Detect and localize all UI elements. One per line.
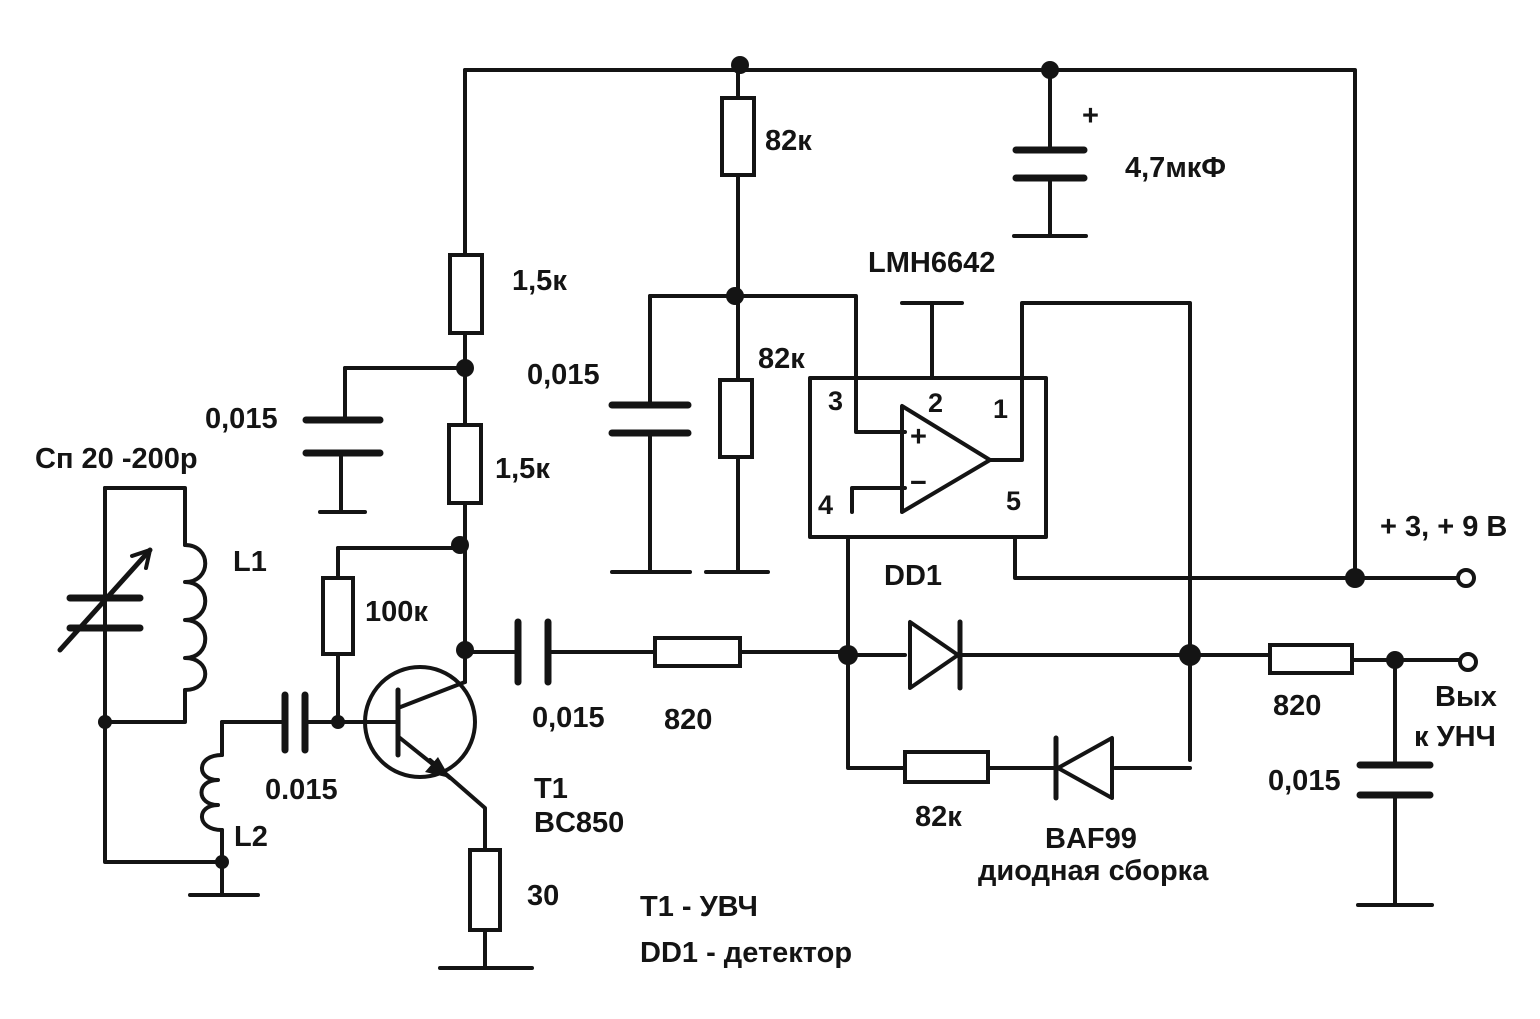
pin-1: 1 bbox=[993, 394, 1008, 424]
pin-numbers: 3 2 1 4 5 bbox=[818, 386, 1021, 520]
terminal-supply bbox=[1456, 568, 1476, 588]
label-r-100k: 100к bbox=[365, 596, 428, 628]
wires bbox=[103, 68, 1462, 970]
label-out-2: к УНЧ bbox=[1414, 721, 1496, 753]
label-c-4-7uf: 4,7мкФ bbox=[1125, 152, 1226, 184]
pin-5: 5 bbox=[1006, 486, 1021, 516]
label-dd1: DD1 bbox=[884, 560, 942, 592]
opamp-plus-sign: + bbox=[910, 421, 927, 453]
label-l2: L2 bbox=[234, 821, 268, 853]
label-l1: L1 bbox=[233, 546, 267, 578]
resistor-100k bbox=[321, 576, 355, 656]
label-c-plus: + bbox=[1082, 100, 1099, 132]
label-out-1: Вых bbox=[1435, 681, 1497, 713]
transistor-t1 bbox=[363, 665, 477, 780]
label-c-0-015-left: 0,015 bbox=[205, 403, 278, 435]
diode-dd1-main bbox=[908, 619, 963, 691]
label-r-82k-top: 82к bbox=[765, 125, 812, 157]
capacitor-0-015-left bbox=[302, 416, 384, 457]
resistor-820-out bbox=[1268, 643, 1354, 675]
label-note-1: T1 - УВЧ bbox=[640, 891, 758, 923]
label-t1: T1 bbox=[534, 773, 568, 805]
terminals bbox=[1456, 568, 1478, 672]
capacitor-0-015-coupling bbox=[514, 618, 552, 686]
label-r-82k-mid: 82к bbox=[758, 343, 805, 375]
label-cp: Сп 20 -200р bbox=[35, 443, 198, 475]
capacitors bbox=[57, 146, 1434, 799]
resistor-30 bbox=[468, 848, 502, 932]
label-bc850: BC850 bbox=[534, 807, 624, 839]
resistors bbox=[321, 96, 1354, 932]
inductor-l2 bbox=[199, 753, 224, 832]
capacitor-0-015-mid bbox=[608, 401, 692, 437]
resistor-820-mid bbox=[653, 636, 742, 668]
label-c-0-015-output: 0,015 bbox=[1268, 765, 1341, 797]
inductors bbox=[183, 543, 224, 832]
opamp-dd1: + − bbox=[808, 376, 1048, 539]
capacitor-0-015-output bbox=[1356, 761, 1434, 799]
label-baf99: BAF99 bbox=[1045, 823, 1137, 855]
diodes bbox=[908, 619, 1114, 801]
label-lmh6642: LMH6642 bbox=[868, 247, 995, 279]
diode-baf99 bbox=[1053, 735, 1114, 801]
resistor-1-5k-top bbox=[448, 253, 484, 335]
label-r-820-out: 820 bbox=[1273, 690, 1321, 722]
pin-2: 2 bbox=[928, 388, 943, 418]
resistor-82k-top bbox=[720, 96, 756, 177]
label-r-82k-fb: 82к bbox=[915, 801, 962, 833]
label-r-1-5k-top: 1,5к bbox=[512, 265, 567, 297]
label-diode-pack: диодная сборка bbox=[978, 855, 1209, 887]
pin-3: 3 bbox=[828, 386, 843, 416]
capacitor-0-015-input bbox=[281, 691, 309, 754]
label-r-1-5k-low: 1,5к bbox=[495, 453, 550, 485]
inductor-l1 bbox=[183, 543, 208, 692]
capacitor-4-7uf bbox=[1012, 146, 1088, 182]
labels: 82к + 4,7мкФ LMH6642 1,5к 0,015 82к 0,01… bbox=[35, 100, 1507, 969]
terminal-output bbox=[1458, 652, 1478, 672]
label-c-0-015-coupling: 0,015 bbox=[532, 702, 605, 734]
label-r-820-mid: 820 bbox=[664, 704, 712, 736]
label-c-0-015-input: 0.015 bbox=[265, 774, 338, 806]
label-r-30: 30 bbox=[527, 880, 559, 912]
resistor-82k-fb bbox=[903, 750, 990, 784]
label-note-2: DD1 - детектор bbox=[640, 937, 852, 969]
resistor-1-5k-low bbox=[447, 423, 483, 505]
pin-4: 4 bbox=[818, 490, 833, 520]
variable-capacitor bbox=[57, 486, 153, 724]
label-supply: + 3, + 9 В bbox=[1380, 511, 1507, 543]
opamp-minus-sign: − bbox=[910, 467, 927, 499]
label-c-0-015-mid: 0,015 bbox=[527, 359, 600, 391]
junction-dots bbox=[98, 56, 1404, 869]
resistor-82k-mid bbox=[718, 378, 754, 459]
